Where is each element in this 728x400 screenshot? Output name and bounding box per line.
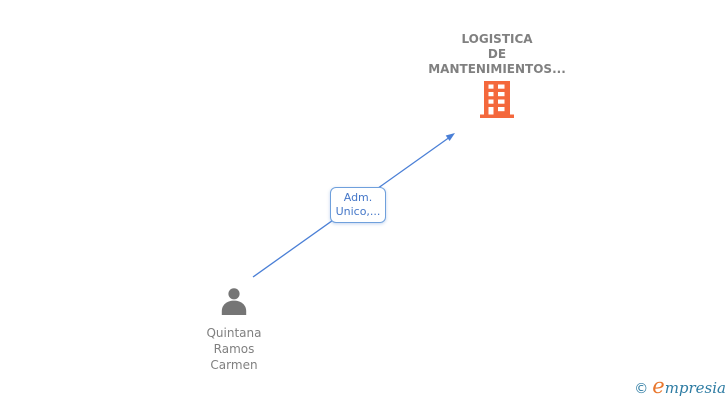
person-name-label: Quintana Ramos Carmen	[183, 325, 285, 373]
person-node[interactable]: Quintana Ramos Carmen	[183, 287, 285, 373]
empresia-brand-link[interactable]: © e mpresia	[634, 374, 726, 398]
person-name-line2: Ramos	[213, 342, 255, 356]
person-name-line1: Quintana	[206, 326, 262, 340]
company-name-label: LOGISTICA DE MANTENIMIENTOS...	[397, 32, 597, 77]
edge-label-line1: Adm.	[343, 191, 373, 204]
person-icon	[221, 288, 247, 315]
edge-arrowhead-icon	[445, 133, 455, 141]
company-name-line2: DE	[487, 47, 507, 61]
company-node[interactable]: LOGISTICA DE MANTENIMIENTOS...	[397, 32, 597, 122]
edge-label-box[interactable]: Adm. Unico,...	[330, 187, 386, 223]
company-name-line1: LOGISTICA	[461, 32, 533, 46]
brand-initial: e	[652, 374, 665, 398]
edge-label-line2: Unico,...	[335, 205, 381, 218]
company-name-line3: MANTENIMIENTOS...	[428, 62, 566, 76]
building-icon	[480, 81, 514, 118]
brand-name: mpresia	[664, 379, 726, 397]
person-name-line3: Carmen	[210, 358, 258, 372]
copyright-icon: ©	[634, 381, 649, 397]
